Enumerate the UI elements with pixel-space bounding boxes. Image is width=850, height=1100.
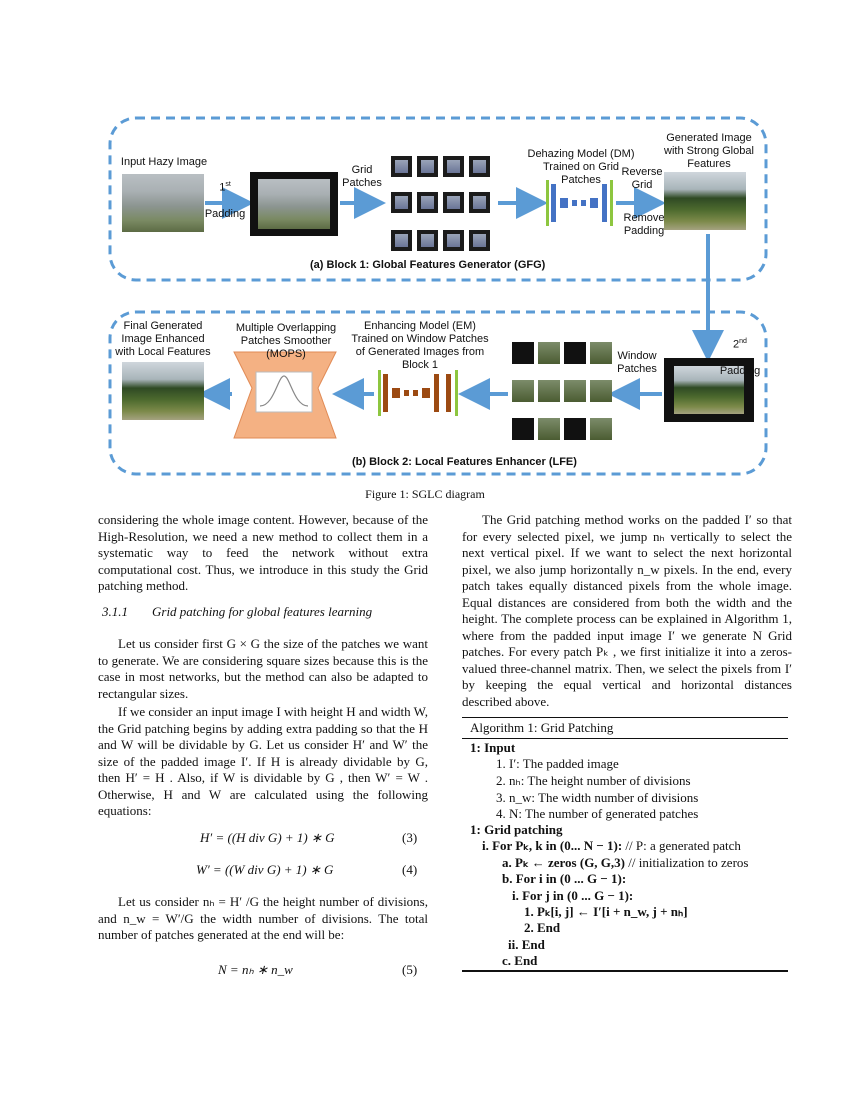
algorithm-line-b: b. For i in (0 ... G − 1): [502, 871, 627, 886]
right-column: The Grid patching method works on the pa… [462, 512, 792, 710]
block1-caption: (a) Block 1: Global Features Generator (… [310, 259, 546, 271]
remove-padding-label: Remove Padding [623, 212, 665, 237]
mops-smoother-icon [233, 351, 337, 439]
algorithm-line-ii: ii. End [508, 937, 545, 952]
algorithm-line-2: 2. End [524, 920, 561, 935]
window-patches-label: Window Patches [617, 350, 657, 375]
dm-label: Dehazing Model (DM) Trained on Grid Patc… [527, 148, 635, 186]
grid-patches-label: Grid Patches [342, 164, 382, 189]
equation-4-number: (4) [402, 862, 418, 877]
final-image [122, 362, 204, 420]
figure-canvas [108, 116, 768, 476]
right-paragraph-1: The Grid patching method works on the pa… [462, 512, 792, 709]
algorithm-input-3: 3. n_w: The width number of divisions [496, 790, 699, 805]
equation-5-number: (5) [402, 962, 418, 977]
left-paragraph-3: If we consider an input image I with hei… [98, 704, 428, 818]
padded-image [250, 172, 338, 236]
left-paragraph-2: Let us consider first G × G the size of … [98, 636, 428, 701]
block2-border [108, 310, 768, 476]
algorithm-title: Algorithm 1: Grid Patching [470, 720, 614, 735]
algorithm-line-1: 1. Pₖ[i, j] ← I′[i + n_w, j + nₕ] [524, 904, 688, 919]
left-paragraph-2-box: Let us consider first G × G the size of … [98, 636, 428, 820]
dehazing-model-icon [546, 180, 613, 226]
left-paragraph-4-box: Let us consider nₕ = H′ /G the height nu… [98, 894, 428, 944]
left-paragraph-1: considering the whole image content. How… [98, 512, 428, 593]
algorithm-bottom-rule [462, 970, 788, 972]
equation-3: H′ = ((H div G) + 1) ∗ G [200, 830, 335, 845]
reverse-grid-label: Reverse Grid [621, 166, 663, 191]
equation-3-number: (3) [402, 830, 418, 845]
left-paragraph-4: Let us consider nₕ = H′ /G the height nu… [98, 894, 428, 942]
equation-4: W′ = ((W div G) + 1) ∗ G [196, 862, 334, 877]
algorithm-input-1: 1. I′: The padded image [496, 756, 619, 771]
input-hazy-image [122, 174, 204, 232]
algorithm-line-c: c. End [502, 953, 538, 968]
algorithm-title-rule [462, 738, 788, 739]
input-label: Input Hazy Image [120, 156, 208, 168]
generated-image [664, 172, 746, 230]
second-padding-label: 2nd Padding [719, 338, 761, 377]
first-padding-label: 1st Padding [204, 181, 246, 220]
algorithm-line-bi: i. For j in (0 ... G − 1): [512, 888, 634, 903]
algorithm-line-a: a. Pₖ ← zeros (G, G,3) // initialization… [502, 855, 749, 870]
algorithm-input-4: 4. N: The number of generated patches [496, 806, 699, 821]
algorithm-gp-head: 1: Grid patching [470, 822, 563, 837]
algorithm-line-i: i. For Pₖ, k in (0... N − 1): // P: a ge… [482, 838, 741, 853]
block2-caption: (b) Block 2: Local Features Enhancer (LF… [352, 456, 577, 468]
block1-border [108, 116, 768, 282]
second-padded-image [664, 358, 754, 422]
em-label: Enhancing Model (EM) Trained on Window P… [351, 320, 489, 371]
left-column: considering the whole image content. How… [98, 512, 428, 595]
final-label: Final Generated Image Enhanced with Loca… [115, 320, 211, 358]
algorithm-top-rule [462, 717, 788, 718]
algorithm-input-2: 2. nₕ: The height number of divisions [496, 773, 691, 788]
algorithm-input-head: 1: Input [470, 740, 516, 755]
generated-image-label: Generated Image with Strong Global Featu… [664, 132, 754, 170]
mops-label: Multiple Overlapping Patches Smoother (M… [235, 322, 337, 360]
enhancing-model-icon [378, 370, 458, 416]
equation-5: N = nₕ ∗ n_w [218, 962, 293, 977]
figure-caption: Figure 1: SGLC diagram [365, 487, 485, 501]
